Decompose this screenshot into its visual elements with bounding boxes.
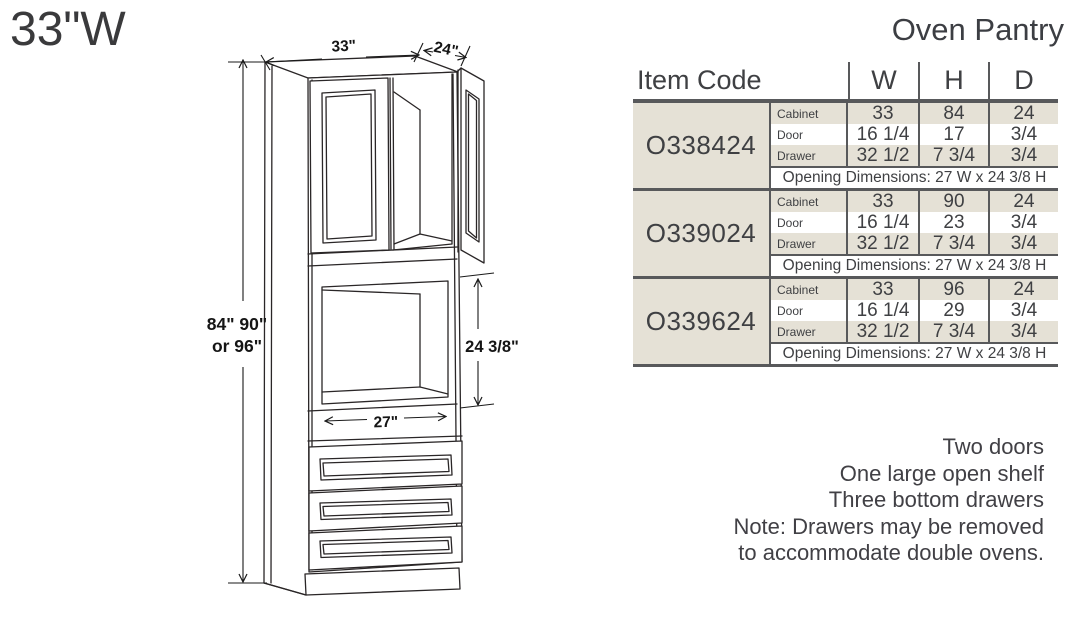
note-line: to accommodate double ovens.	[738, 540, 1044, 565]
opening-dimensions: Opening Dimensions: 27 W x 24 3/8 H	[771, 254, 1058, 276]
row-label: Drawer	[771, 321, 848, 342]
spec-table: Item Code W H D O338424 Cabinet 33 84 24…	[633, 62, 1058, 367]
cell-d: 3/4	[988, 321, 1058, 342]
height-label-line1: 84" 90"	[207, 314, 267, 334]
spec-block: O339624 Cabinet 33 96 24 Door 16 1/4 29 …	[633, 279, 1058, 367]
cell-d: 24	[988, 103, 1058, 124]
note-line: Note: Drawers may be removed	[733, 513, 1044, 539]
opening-height-label: 24 3/8"	[465, 338, 519, 356]
item-code: O339624	[633, 279, 771, 364]
col-header-item-code: Item Code	[637, 65, 762, 95]
row-label: Cabinet	[771, 191, 848, 212]
table-row: Door 16 1/4 17 3/4	[771, 124, 1058, 145]
row-label: Drawer	[771, 145, 848, 166]
cell-h: 23	[918, 212, 988, 233]
drawer-2	[308, 485, 463, 532]
mid-rails	[307, 246, 463, 442]
item-code: O339024	[633, 191, 771, 276]
table-row: Cabinet 33 96 24	[771, 279, 1058, 300]
item-code: O338424	[633, 103, 771, 188]
open-right-door	[456, 67, 485, 264]
cell-h: 29	[918, 300, 988, 321]
opening-dimensions: Opening Dimensions: 27 W x 24 3/8 H	[771, 166, 1058, 188]
door-gap-left	[389, 77, 392, 250]
row-label: Door	[771, 124, 848, 145]
note-line: Two doors	[942, 434, 1045, 459]
spec-block: O339024 Cabinet 33 90 24 Door 16 1/4 23 …	[633, 191, 1058, 279]
width-dimension: 33"	[260, 37, 424, 71]
upper-left-door	[309, 77, 390, 254]
table-row: Door 16 1/4 23 3/4	[771, 212, 1058, 233]
spec-block: O338424 Cabinet 33 84 24 Door 16 1/4 17 …	[633, 103, 1058, 191]
cell-d: 24	[988, 279, 1058, 300]
door-gap-right	[392, 77, 395, 250]
bottom-drawers	[308, 440, 463, 571]
height-dimension: 84" 90" or 96"	[207, 60, 267, 584]
cell-w: 16 1/4	[856, 299, 910, 321]
cell-h: 7 3/4	[918, 233, 988, 254]
row-label: Cabinet	[771, 279, 848, 300]
drawer-3	[308, 525, 463, 571]
cell-w: 33	[872, 278, 894, 300]
drawer-1	[308, 440, 463, 492]
opening-dimensions: Opening Dimensions: 27 W x 24 3/8 H	[771, 342, 1058, 364]
cell-h: 7 3/4	[918, 321, 988, 342]
cell-w: 16 1/4	[856, 211, 910, 233]
page-title: Oven Pantry	[891, 12, 1064, 47]
row-label: Door	[771, 300, 848, 321]
table-header: Item Code W H D	[633, 62, 1058, 103]
table-row: Drawer 32 1/2 7 3/4 3/4	[771, 321, 1058, 342]
note-line: One large open shelf	[839, 460, 1044, 486]
width-label: 33"	[331, 37, 356, 55]
col-header-d: D	[988, 62, 1058, 99]
cell-h: 17	[918, 124, 988, 145]
cell-d: 3/4	[988, 145, 1058, 166]
table-row: Door 16 1/4 29 3/4	[771, 300, 1058, 321]
opening-height-dimension: 24 3/8"	[459, 272, 519, 409]
col-header-h: H	[918, 62, 988, 99]
side-inner-edge	[270, 65, 273, 584]
feature-notes: Two doors One large open shelf Three bot…	[733, 434, 1044, 567]
page-size-label: 33"W	[10, 3, 126, 56]
cell-d: 24	[988, 191, 1058, 212]
toe-kick	[263, 567, 461, 596]
cell-w: 32 1/2	[856, 320, 910, 342]
table-row: Drawer 32 1/2 7 3/4 3/4	[771, 233, 1058, 254]
cell-d: 3/4	[988, 300, 1058, 321]
cell-w: 33	[872, 102, 894, 124]
row-label: Drawer	[771, 233, 848, 254]
cell-h: 90	[918, 191, 988, 212]
cell-w: 32 1/2	[856, 232, 910, 254]
height-label-line2: or 96"	[212, 336, 262, 356]
cell-h: 96	[918, 279, 988, 300]
table-row: Cabinet 33 90 24	[771, 191, 1058, 212]
cell-d: 3/4	[988, 212, 1058, 233]
upper-open-interior	[389, 73, 453, 251]
oven-shelf-opening	[321, 280, 449, 405]
depth-dimension: 24"	[424, 39, 471, 67]
table-row: Cabinet 33 84 24	[771, 103, 1058, 124]
cabinet-drawing: 84" 90" or 96" 33" 24" 24 3/8" 27"	[207, 37, 519, 596]
cell-h: 7 3/4	[918, 145, 988, 166]
cell-w: 33	[872, 190, 894, 212]
col-header-w: W	[848, 62, 918, 99]
table-row: Drawer 32 1/2 7 3/4 3/4	[771, 145, 1058, 166]
cell-h: 84	[918, 103, 988, 124]
depth-label: 24"	[432, 39, 460, 61]
row-label: Cabinet	[771, 103, 848, 124]
cell-d: 3/4	[988, 124, 1058, 145]
cell-w: 16 1/4	[856, 123, 910, 145]
opening-width-label: 27"	[373, 414, 398, 432]
side-back-edge	[263, 61, 266, 584]
row-label: Door	[771, 212, 848, 233]
cell-w: 32 1/2	[856, 144, 910, 166]
cell-d: 3/4	[988, 233, 1058, 254]
note-line: Three bottom drawers	[828, 487, 1044, 512]
opening-width-dimension: 27"	[325, 414, 446, 432]
